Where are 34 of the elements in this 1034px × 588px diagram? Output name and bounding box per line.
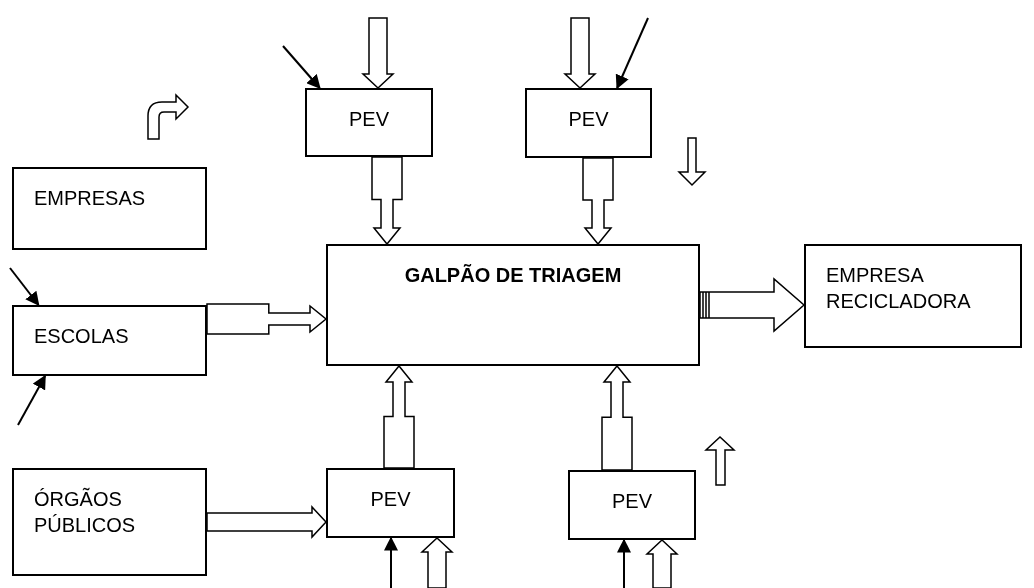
block-arrow <box>371 156 403 246</box>
box-label: EMPRESAS <box>34 186 147 211</box>
box-label: EMPRESA RECICLADORA <box>826 263 972 314</box>
block-arrow <box>582 157 614 246</box>
box-label: PEV <box>348 107 390 132</box>
process-box <box>326 244 700 366</box>
block-arrow <box>645 538 679 588</box>
block-arrow <box>206 303 328 335</box>
box-label: ÓRGÃOS PÚBLICOS <box>34 486 137 538</box>
arrow <box>282 45 321 90</box>
box-label: PEV <box>611 489 653 514</box>
block-arrow <box>383 364 415 469</box>
box-label: PEV <box>567 107 610 132</box>
box-label: GALPÃO DE TRIAGEM <box>403 263 623 288</box>
block-arrow <box>206 505 328 539</box>
arrow <box>9 267 40 307</box>
process-box <box>12 468 207 576</box>
process-box <box>12 305 207 376</box>
process-box <box>305 88 433 157</box>
process-box <box>525 88 652 158</box>
arrow <box>17 374 47 426</box>
arrow <box>615 17 649 90</box>
box-label: ESCOLAS <box>34 324 130 349</box>
process-box <box>804 244 1022 348</box>
box-label: PEV <box>369 487 412 512</box>
block-arrow <box>601 364 633 471</box>
arrow <box>617 538 631 588</box>
block-arrow <box>420 536 454 588</box>
process-box <box>12 167 207 250</box>
process-box <box>326 468 455 538</box>
block-arrow <box>361 17 395 90</box>
process-box <box>568 470 696 540</box>
block-arrow <box>563 17 597 90</box>
arrow <box>384 536 398 588</box>
